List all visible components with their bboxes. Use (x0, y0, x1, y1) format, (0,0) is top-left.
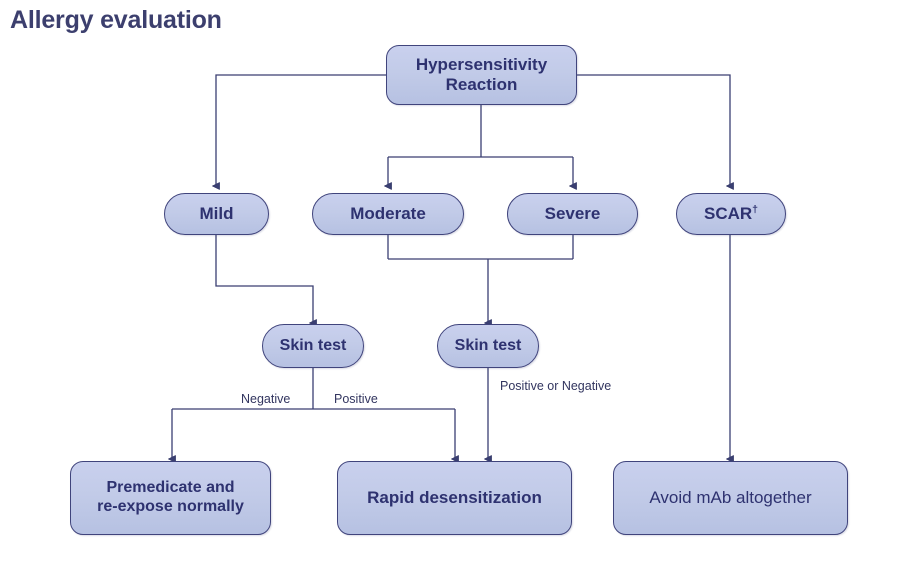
dagger-footnote-marker: † (752, 203, 759, 216)
edge-root-scar (577, 74, 734, 190)
node-avoid-mab-altogether[interactable]: Avoid mAb altogether (613, 461, 848, 535)
page-title: Allergy evaluation (10, 6, 222, 34)
edge-label-negative: Negative (241, 392, 291, 406)
node-moderate[interactable]: Moderate (312, 193, 464, 235)
node-scar[interactable]: SCAR† (676, 193, 786, 235)
node-skin-test-1[interactable]: Skin test (262, 324, 364, 368)
node-mild[interactable]: Mild (164, 193, 269, 235)
node-label: Skin test (279, 336, 347, 354)
node-label: Moderate (350, 203, 426, 223)
edge-label-positive: Positive (334, 392, 378, 406)
node-label: Mild (199, 203, 234, 223)
node-severe[interactable]: Severe (507, 193, 638, 235)
edge-label-positive-or-negative: Positive or Negative (500, 379, 612, 393)
edge-root-mild (211, 74, 386, 190)
node-skin-test-2[interactable]: Skin test (437, 324, 539, 368)
node-label: Skin test (454, 336, 522, 354)
node-label: Avoid mAb altogether (649, 487, 812, 507)
edge-mild-skintest1 (215, 235, 317, 327)
node-label: Severe (544, 203, 601, 223)
node-label: SCAR† (703, 203, 759, 223)
node-rapid-desensitization[interactable]: Rapid desensitization (337, 461, 572, 535)
node-label: Rapid desensitization (367, 487, 542, 507)
